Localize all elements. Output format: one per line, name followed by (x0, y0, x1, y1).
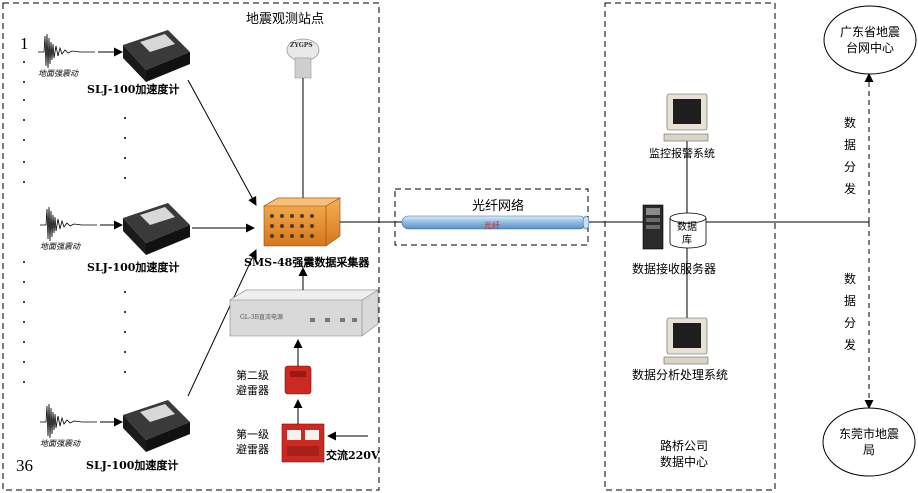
sensor-label-2: SLJ-100加速度计 (87, 261, 180, 274)
analysis-system-label: 数据分析处理系统 (632, 368, 729, 382)
monitor-system-label: 监控报警系统 (649, 147, 715, 160)
arrester1-label: 第一级 避雷器 (236, 428, 269, 456)
waveform-icon (40, 403, 97, 439)
arrester-2-icon (284, 365, 312, 395)
datacenter-region-box (604, 2, 776, 491)
server-icon (642, 204, 664, 250)
waveform-label-1: 地面强震动 (38, 69, 78, 78)
sensor-top-number: 1 (20, 34, 29, 53)
sensor-label-1: SLJ-100加速度计 (87, 83, 180, 96)
accelerometer-icon (123, 30, 190, 82)
gps-tag: ZYGPS (290, 42, 313, 49)
ac-power-label: 交流220V (326, 449, 380, 462)
sensor-label-3: SLJ-100加速度计 (86, 459, 179, 472)
datacenter-title: 路桥公司 数据中心 (660, 439, 709, 469)
guangdong-center-node (823, 5, 917, 75)
distribution-label-top: 数 据 分 发 (843, 116, 856, 196)
sensor-dots-middle (124, 117, 126, 373)
distribution-label-bottom: 数 据 分 发 (843, 272, 856, 352)
arrester2-label: 第二级 避雷器 (236, 369, 269, 397)
arrester-1-icon (281, 423, 325, 463)
accelerometer-icon (123, 203, 190, 255)
dongguan-bureau-node (822, 407, 916, 477)
fiber-pipe-icon (401, 215, 590, 230)
waveform-label-3: 地面强震动 (40, 439, 80, 448)
site-region-box (2, 2, 380, 491)
power-supply-icon (228, 289, 380, 337)
database-icon (669, 212, 707, 249)
dongguan-bureau-label: 东莞市地震 局 (838, 427, 899, 457)
site-title: 地震观测站点 (246, 12, 325, 27)
fiber-network-label: 光纤网络 (472, 199, 525, 214)
sensor-dots-left (23, 61, 25, 383)
guangdong-center-label: 广东省地震 台网中心 (839, 25, 900, 55)
monitor-icon (663, 93, 709, 142)
server-label: 数据接收服务器 (632, 262, 717, 276)
sensor-bottom-number: 36 (16, 456, 33, 475)
power-panel-text: GL-3B直流电源 (240, 314, 284, 321)
accelerometer-icon (123, 400, 190, 452)
waveform-icon (38, 33, 95, 69)
database-label: 数据 库 (677, 222, 697, 246)
fiber-tag: 光纤 (484, 221, 500, 230)
waveform-label-2: 地面强震动 (40, 242, 80, 251)
monitor-icon (663, 317, 709, 365)
waveform-icon (40, 206, 97, 242)
collector-label: SMS-48强震数据采集器 (244, 256, 370, 269)
collector-icon (262, 197, 342, 247)
